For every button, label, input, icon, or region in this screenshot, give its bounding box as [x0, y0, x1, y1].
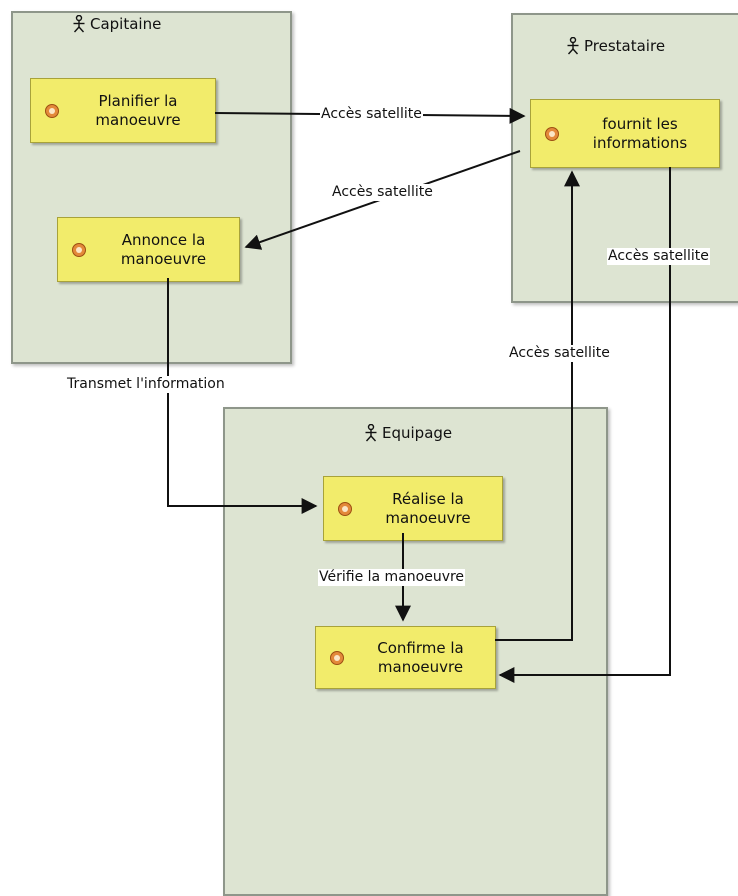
edge-label-annonce-to-realise: Transmet l'information — [66, 376, 226, 393]
activity-icon — [338, 501, 352, 516]
activity-realise[interactable]: Réalise la manoeuvre — [323, 476, 503, 541]
activity-label: Planifier la manoeuvre — [95, 91, 181, 129]
actor-icon — [365, 424, 377, 442]
activity-icon — [545, 126, 559, 141]
lane-title-equipage: Equipage — [364, 424, 452, 442]
lane-title-label: Capitaine — [90, 15, 162, 33]
edge-annonce-to-realise[interactable] — [167, 278, 318, 514]
edge-confirme-to-fournit[interactable] — [495, 170, 580, 641]
edge-fournit-to-confirme[interactable] — [498, 167, 671, 683]
edge-label-realise-to-confirme: Vérifie la manoeuvre — [318, 569, 466, 586]
activity-label: Confirme la manoeuvre — [377, 638, 464, 676]
actor-icon — [73, 15, 85, 33]
edge-label-fournit-to-confirme: Accès satellite — [607, 248, 710, 265]
activity-label: Annonce la manoeuvre — [120, 230, 207, 268]
activity-label: fournit les informations — [592, 114, 688, 152]
lane-title-capitaine: Capitaine — [72, 15, 161, 33]
lane-title-prestataire: Prestataire — [566, 37, 665, 55]
actor-icon — [567, 37, 579, 55]
activity-confirme[interactable]: Confirme la manoeuvre — [315, 626, 496, 689]
lane-title-label: Prestataire — [584, 37, 666, 55]
activity-icon — [330, 650, 344, 665]
activity-planifier[interactable]: Planifier la manoeuvre — [30, 78, 216, 143]
activity-icon — [72, 242, 86, 257]
lane-capitaine — [11, 11, 292, 364]
lane-title-label: Equipage — [382, 424, 453, 442]
activity-fournit[interactable]: fournit les informations — [530, 99, 720, 168]
activity-annonce[interactable]: Annonce la manoeuvre — [57, 217, 240, 282]
edge-label-fournit-to-annonce: Accès satellite — [331, 184, 434, 201]
activity-label: Réalise la manoeuvre — [385, 489, 471, 527]
edge-label-planifier-to-fournit: Accès satellite — [320, 106, 423, 123]
edge-label-confirme-to-fournit: Accès satellite — [508, 345, 611, 362]
activity-icon — [45, 103, 59, 118]
